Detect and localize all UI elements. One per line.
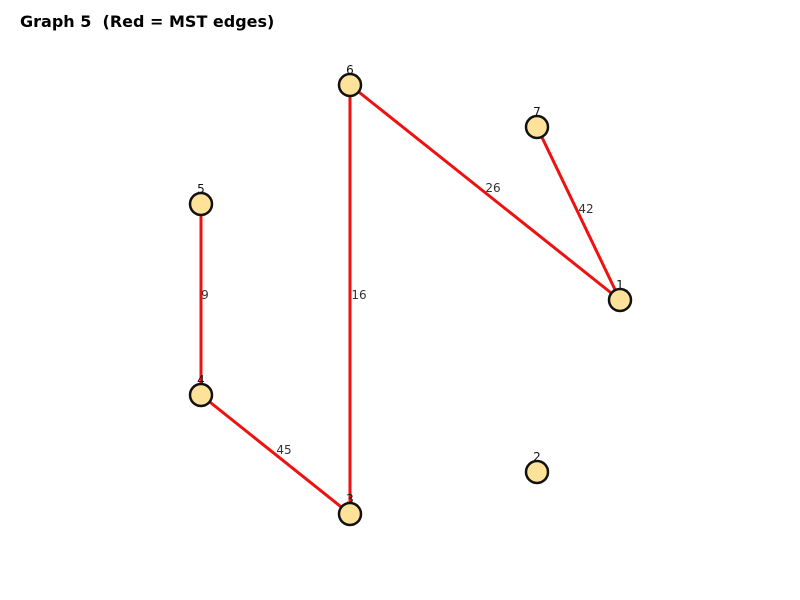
node-1	[607, 287, 633, 313]
edge-4-3	[200, 393, 351, 516]
node-label-1: 1	[616, 278, 624, 292]
node-3	[337, 501, 363, 527]
node-label-2: 2	[533, 450, 541, 464]
node-label-4: 4	[197, 373, 205, 387]
node-label-7: 7	[533, 105, 541, 119]
edges-layer	[199, 83, 622, 516]
edge-weight-7-1: 42	[578, 202, 593, 216]
node-label-5: 5	[197, 182, 205, 196]
edge-weight-4-3: 45	[276, 443, 291, 457]
edge-weight-5-4: 9	[201, 288, 209, 302]
node-7	[524, 114, 550, 140]
node-label-3: 3	[346, 492, 354, 506]
node-6	[337, 72, 363, 98]
edge-weights-layer: 26 42 16 9 45	[201, 181, 593, 457]
edge-weight-6-1: 26	[485, 181, 500, 195]
edge-weight-6-3: 16	[351, 288, 366, 302]
graph-title: Graph 5 (Red = MST edges)	[20, 12, 275, 31]
edge-7-1	[535, 126, 622, 301]
node-4	[188, 382, 214, 408]
node-5	[188, 191, 214, 217]
node-label-6: 6	[346, 63, 354, 77]
node-2	[524, 459, 550, 485]
edge-6-1	[349, 83, 621, 302]
